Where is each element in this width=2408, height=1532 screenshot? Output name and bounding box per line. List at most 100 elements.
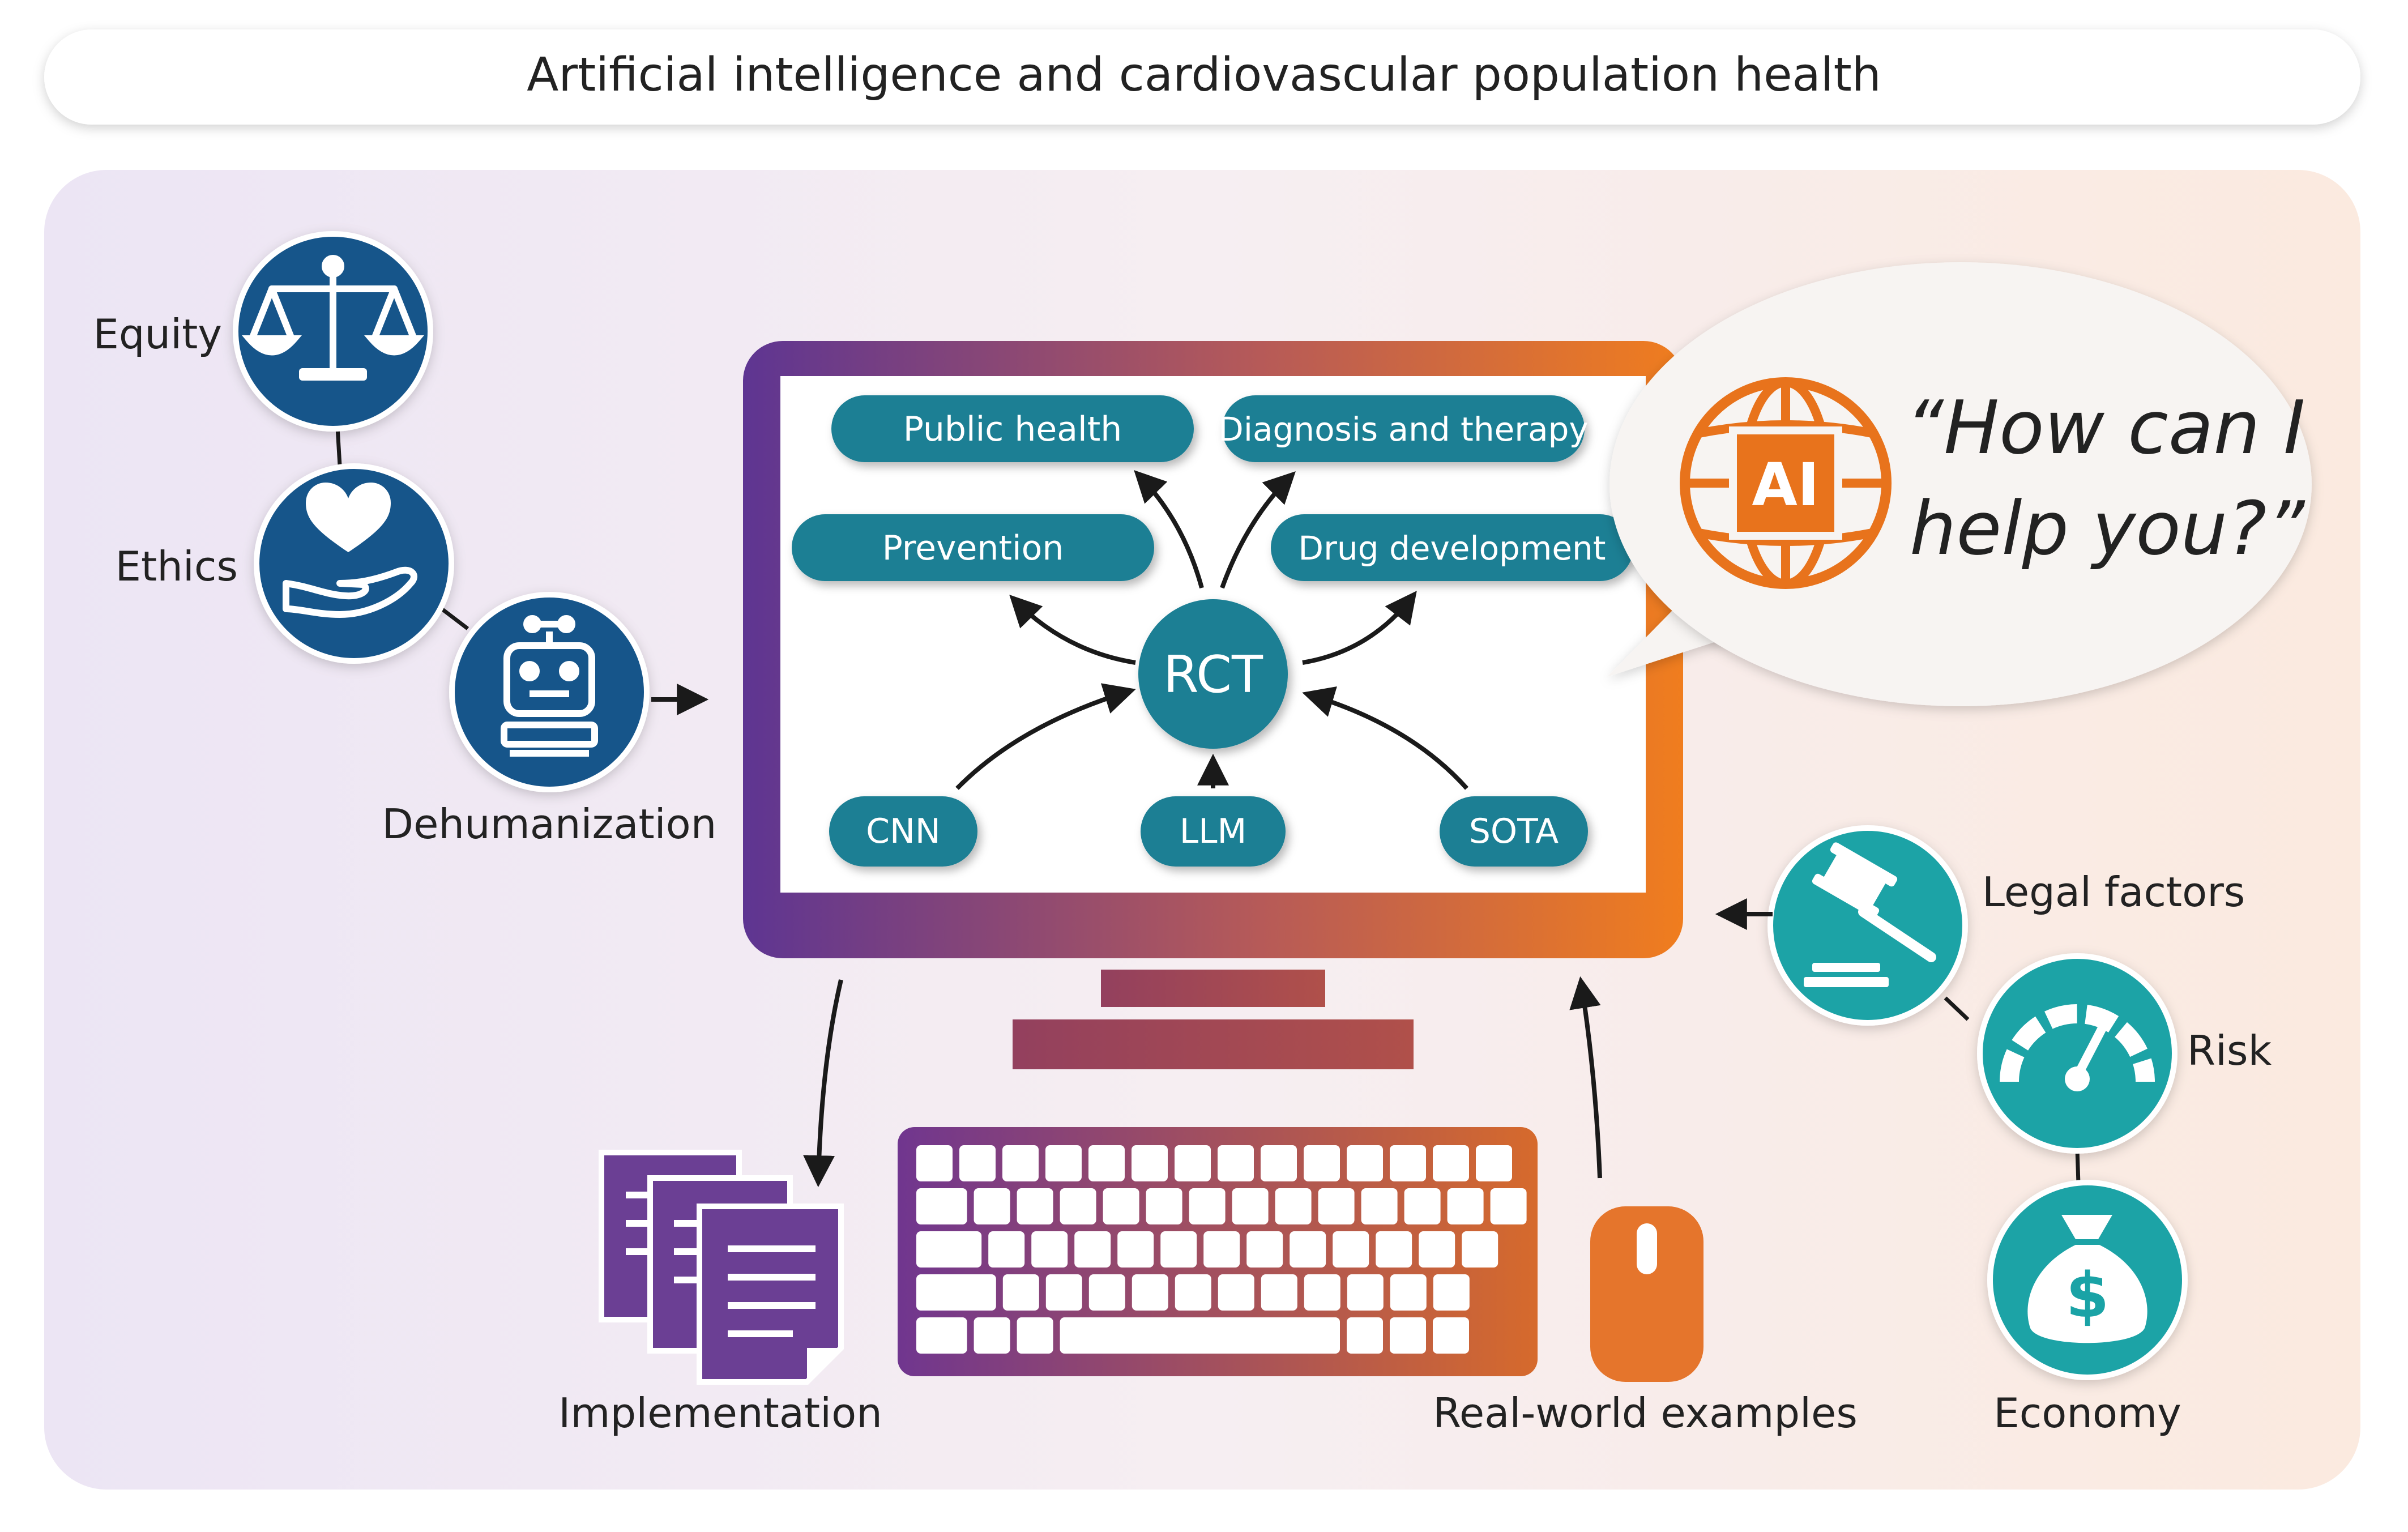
keyboard-key bbox=[1390, 1145, 1426, 1181]
arrow-rct-diagnosis bbox=[1220, 471, 1296, 589]
keyboard-key bbox=[1088, 1274, 1125, 1311]
keyboard-key bbox=[1060, 1188, 1096, 1224]
keyboard-key bbox=[1433, 1145, 1469, 1181]
keyboard-key bbox=[1232, 1188, 1269, 1224]
rct-label: RCT bbox=[1163, 645, 1263, 705]
left-factors: Equity Ethics Dehumanization bbox=[93, 231, 717, 848]
keyboard-key bbox=[916, 1317, 967, 1354]
keyboard-key bbox=[1017, 1317, 1053, 1354]
arrow-rct-drug-development bbox=[1302, 591, 1417, 665]
keyboard-key bbox=[959, 1145, 996, 1181]
risk-label: Risk bbox=[2187, 1027, 2272, 1074]
pill-llm bbox=[1141, 796, 1286, 867]
keyboard-key bbox=[1002, 1145, 1039, 1181]
keyboard-key bbox=[1404, 1188, 1441, 1224]
money-bag-icon: $ bbox=[2027, 1215, 2147, 1343]
assistant-line-2: help you?” bbox=[1910, 485, 2305, 571]
keyboard-key bbox=[1218, 1145, 1254, 1181]
arrow-real-world-monitor bbox=[1569, 976, 1602, 1179]
heart-hand-icon bbox=[283, 483, 417, 618]
right-factors: Legal factors Risk $ Economy bbox=[1715, 825, 2272, 1437]
keyboard-icon bbox=[898, 1127, 1538, 1376]
pill-cnn-label: CNN bbox=[866, 812, 941, 851]
arrow-monitor-implementation bbox=[803, 979, 843, 1188]
bubble-body bbox=[1609, 262, 2312, 706]
keyboard-key bbox=[1132, 1145, 1168, 1181]
keyboard-key bbox=[1175, 1145, 1211, 1181]
dehumanization-label: Dehumanization bbox=[382, 800, 717, 848]
ethics-label: Ethics bbox=[116, 543, 238, 590]
keyboard-key bbox=[1333, 1231, 1369, 1268]
keyboard-key bbox=[1031, 1231, 1068, 1268]
keyboard-key bbox=[1017, 1188, 1053, 1224]
keyboard-key bbox=[1132, 1274, 1168, 1311]
monitor-neck bbox=[1101, 970, 1325, 1007]
page-title: Artificial intelligence and cardiovascul… bbox=[527, 48, 1881, 102]
legal-factors-label: Legal factors bbox=[1982, 868, 2245, 916]
pill-drug-development-label: Drug development bbox=[1298, 529, 1606, 567]
keyboard-key bbox=[1045, 1145, 1082, 1181]
keyboard-key bbox=[1433, 1274, 1470, 1311]
keyboard-key bbox=[1088, 1145, 1125, 1181]
keyboard-key bbox=[1361, 1188, 1398, 1224]
pill-public-health-label: Public health bbox=[903, 409, 1122, 449]
pill-sota bbox=[1440, 796, 1588, 867]
keyboard-key bbox=[1218, 1274, 1254, 1311]
arrow-rct-public-health bbox=[1134, 470, 1204, 589]
keyboard-key bbox=[988, 1231, 1025, 1268]
gavel-icon bbox=[1804, 842, 1936, 987]
arrow-cnn-rct bbox=[955, 683, 1136, 790]
connector-ethics-dehumanization bbox=[440, 607, 469, 630]
keyboard-key bbox=[1447, 1188, 1484, 1224]
keyboard-key bbox=[1117, 1231, 1154, 1268]
rct-circle bbox=[1138, 599, 1288, 749]
arrow-sota-rct bbox=[1302, 686, 1468, 790]
connector-risk-economy bbox=[2075, 1149, 2081, 1184]
pill-public-health bbox=[831, 395, 1194, 462]
mouse-body bbox=[1590, 1206, 1703, 1382]
screen-arrows bbox=[955, 470, 1468, 790]
connector-equity-ethics bbox=[335, 427, 342, 466]
economy-label: Economy bbox=[1993, 1389, 2181, 1437]
keyboard-key bbox=[1246, 1231, 1283, 1268]
keyboard-key bbox=[1476, 1145, 1512, 1181]
pill-diagnosis-therapy bbox=[1222, 395, 1585, 462]
ai-speech-bubble: AI “How can I help you?” bbox=[1607, 262, 2312, 706]
robot-icon bbox=[501, 615, 598, 757]
assistant-line-1: “How can I bbox=[1906, 385, 2305, 471]
keyboard-key bbox=[1002, 1274, 1039, 1311]
keyboard-key bbox=[1175, 1274, 1211, 1311]
pill-prevention-label: Prevention bbox=[882, 528, 1064, 568]
keyboard-key bbox=[1189, 1188, 1226, 1224]
keyboard-key bbox=[1103, 1188, 1139, 1224]
keyboard-key bbox=[916, 1274, 996, 1311]
keyboard-key bbox=[1074, 1231, 1111, 1268]
ai-badge-label: AI bbox=[1752, 450, 1819, 519]
keyboard-key bbox=[1275, 1188, 1312, 1224]
keyboard-key bbox=[916, 1231, 982, 1268]
keyboard-key bbox=[1261, 1274, 1297, 1311]
scales-icon bbox=[242, 255, 424, 381]
keyboard-key bbox=[974, 1317, 1010, 1354]
keyboard-key bbox=[1045, 1274, 1082, 1311]
keyboard-key bbox=[1318, 1188, 1355, 1224]
keyboard-key bbox=[1347, 1145, 1383, 1181]
implementation-label: Implementation bbox=[558, 1389, 882, 1437]
risk-circle bbox=[1977, 953, 2178, 1154]
equity-label: Equity bbox=[93, 310, 222, 358]
keyboard-key bbox=[1261, 1145, 1297, 1181]
keyboard-key bbox=[1203, 1231, 1240, 1268]
keyboard-key bbox=[1462, 1231, 1498, 1268]
title-bar: Artificial intelligence and cardiovascul… bbox=[44, 29, 2360, 125]
keyboard-key bbox=[916, 1145, 953, 1181]
outcome-pills: Public health Diagnosis and therapy Prev… bbox=[792, 395, 1633, 867]
connector-legal-risk bbox=[1944, 996, 1970, 1021]
mouse-icon bbox=[1590, 1206, 1703, 1382]
pill-prevention bbox=[792, 514, 1154, 581]
legal-circle bbox=[1767, 825, 1968, 1026]
keyboard-key bbox=[1433, 1317, 1469, 1354]
pill-sota-label: SOTA bbox=[1469, 812, 1559, 851]
pill-llm-label: LLM bbox=[1180, 812, 1247, 851]
documents-icon bbox=[599, 1150, 844, 1385]
